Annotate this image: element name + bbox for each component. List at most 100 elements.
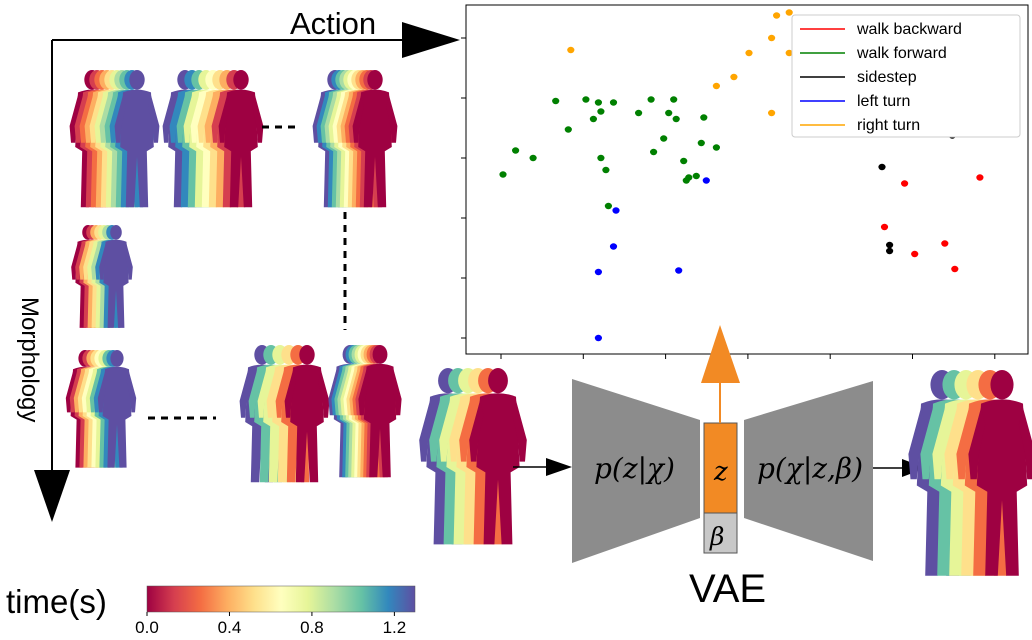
- legend-entry-label: sidestep: [857, 69, 917, 86]
- scatter-point: [564, 126, 572, 133]
- scatter-point: [597, 154, 605, 162]
- colorbar-gradient: [146, 585, 416, 613]
- human-figure: [284, 345, 330, 483]
- x-ticks: [500, 354, 996, 359]
- scatter-points: [499, 9, 984, 342]
- scatter-point: [675, 267, 683, 274]
- scatter-point: [941, 240, 949, 247]
- human-figure: [968, 370, 1032, 576]
- legend: walk backward walk forward sidestep left tu…: [791, 14, 1021, 138]
- legend-entry-label: walk forward: [856, 45, 947, 62]
- scatter-point: [650, 148, 658, 156]
- scatter-point: [511, 147, 520, 154]
- human-figure: [99, 225, 133, 328]
- action-axis: Action: [52, 6, 460, 58]
- colorbar-label: time(s): [6, 583, 107, 620]
- scatter-point: [785, 9, 793, 16]
- scatter-point: [594, 99, 603, 106]
- scatter-point: [886, 241, 894, 249]
- scatter-point: [886, 247, 894, 255]
- scatter-point: [745, 49, 753, 57]
- morphology-arrowhead: [34, 470, 70, 522]
- scatter-point: [680, 157, 688, 165]
- scatter-plot: walk backward walk forward sidestep left tu…: [461, 4, 1029, 359]
- scatter-point: [594, 268, 603, 276]
- decoder-label: p(χ|z,β): [757, 452, 863, 485]
- latent-up-arrow-icon: [701, 325, 740, 383]
- action-arrowhead: [402, 22, 460, 58]
- scatter-point: [768, 34, 776, 42]
- scatter-point: [768, 109, 776, 117]
- scatter-point: [597, 108, 605, 115]
- scatter-point: [901, 180, 909, 187]
- vae-input-figures: [419, 368, 527, 545]
- scatter-point: [604, 202, 613, 210]
- encoder-block: [572, 379, 700, 563]
- colorbar-ticks: 0.0 0.4 0.8 1.2: [135, 612, 407, 637]
- colorbar-tick-label: 0.4: [218, 618, 242, 635]
- beta-label: β: [709, 522, 724, 551]
- scatter-point: [685, 174, 693, 181]
- human-figure: [218, 70, 264, 208]
- scatter-point: [635, 109, 643, 117]
- scatter-point: [589, 115, 598, 123]
- scatter-point: [552, 97, 560, 105]
- scatter-point: [582, 96, 590, 103]
- scatter-point: [660, 135, 668, 142]
- scatter-point: [609, 99, 618, 106]
- legend-entry-label: left turn: [857, 93, 910, 110]
- scatter-point: [773, 12, 781, 19]
- scatter-point: [602, 166, 610, 174]
- human-figure: [97, 350, 137, 468]
- decoder-block: [744, 381, 873, 561]
- input-arrow-icon: [546, 458, 572, 476]
- y-ticks: [461, 37, 466, 339]
- scatter-point: [670, 96, 678, 103]
- scatter-point: [609, 243, 618, 250]
- action-label: Action: [290, 6, 376, 41]
- scatter-point: [951, 265, 959, 273]
- vae-diagram: p(z|χ) z β p(χ|z,β) VAE: [419, 325, 1032, 611]
- scatter-point: [692, 172, 700, 180]
- scatter-point: [665, 109, 673, 117]
- latent-z-label: z: [713, 457, 728, 487]
- scatter-point: [712, 82, 721, 90]
- scatter-point: [499, 171, 507, 178]
- scatter-point: [702, 177, 710, 184]
- motion-sequence-grid: [65, 70, 402, 483]
- morphology-axis: Morphology: [16, 40, 70, 522]
- human-figure: [358, 345, 402, 478]
- morphology-label: Morphology: [16, 297, 43, 422]
- scatter-point: [647, 96, 655, 103]
- scatter-point: [785, 49, 793, 57]
- scatter-point: [612, 207, 620, 214]
- beta-block: [703, 512, 738, 554]
- colorbar-tick-label: 1.2: [383, 618, 407, 635]
- vae-output-figures: [908, 370, 1032, 576]
- scatter-point: [672, 115, 680, 123]
- legend-entry-label: right turn: [857, 117, 920, 134]
- colorbar-tick-label: 0.8: [300, 618, 324, 635]
- human-figure: [114, 70, 160, 208]
- scatter-point: [911, 250, 919, 258]
- colorbar-tick-label: 0.0: [135, 618, 159, 635]
- dashed-connectors: [148, 125, 347, 420]
- scatter-point: [712, 144, 721, 151]
- scatter-point: [529, 154, 537, 162]
- scatter-point: [730, 73, 738, 81]
- scatter-point: [976, 174, 984, 181]
- scatter-point: [700, 114, 708, 121]
- human-figure: [352, 70, 398, 208]
- colorbar: time(s) 0.0 0.4 0.8 1.2: [6, 583, 416, 637]
- scatter-point: [594, 334, 603, 342]
- legend-box: [791, 14, 1021, 138]
- legend-entry-label: walk backward: [856, 21, 962, 38]
- scatter-point: [878, 163, 886, 171]
- scatter-point: [567, 46, 575, 54]
- human-figure: [469, 368, 527, 545]
- scatter-point: [697, 139, 705, 147]
- encoder-label: p(z|χ): [594, 452, 675, 485]
- vae-title: VAE: [689, 567, 766, 611]
